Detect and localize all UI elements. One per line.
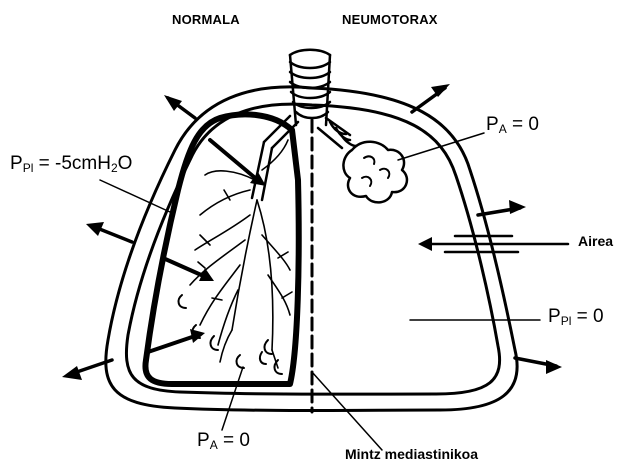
bronchial-tree bbox=[190, 140, 292, 368]
ppl-left-tail: O bbox=[118, 153, 133, 174]
right-alveoli bbox=[343, 142, 407, 203]
pa-right-sym: P bbox=[486, 114, 499, 135]
pa-right-rest: = 0 bbox=[507, 114, 539, 135]
ppl-left-sym: P bbox=[10, 153, 23, 174]
label-mediastinum: Mintz mediastinikoa bbox=[345, 446, 478, 462]
label-ppl-left: PPl = -5cmH2O bbox=[10, 153, 132, 175]
ppl-left-rest: = -5cmH bbox=[33, 153, 111, 174]
ppl-left-sub: Pl bbox=[23, 161, 34, 175]
pa-bottom-sub: A bbox=[210, 438, 218, 452]
pa-bottom-rest: = 0 bbox=[218, 430, 250, 451]
ppl-left-sub2: 2 bbox=[111, 161, 118, 175]
right-bronchus bbox=[318, 118, 356, 148]
label-air: Airea bbox=[578, 233, 613, 249]
ppl-right-sym: P bbox=[548, 306, 561, 327]
ppl-right-sub: Pl bbox=[561, 314, 572, 328]
air-arrowhead bbox=[418, 237, 432, 251]
label-pneumothorax: NEUMOTORAX bbox=[342, 12, 438, 27]
pa-right-sub: A bbox=[499, 122, 507, 136]
label-pa-right: PA = 0 bbox=[486, 114, 539, 136]
ppl-right-rest: = 0 bbox=[571, 306, 603, 327]
label-pa-bottom: PA = 0 bbox=[197, 430, 250, 452]
air-arrow bbox=[428, 236, 568, 252]
label-ppl-right: PPl = 0 bbox=[548, 306, 604, 328]
label-normal: NORMALA bbox=[172, 12, 240, 27]
pa-bottom-sym: P bbox=[197, 430, 210, 451]
